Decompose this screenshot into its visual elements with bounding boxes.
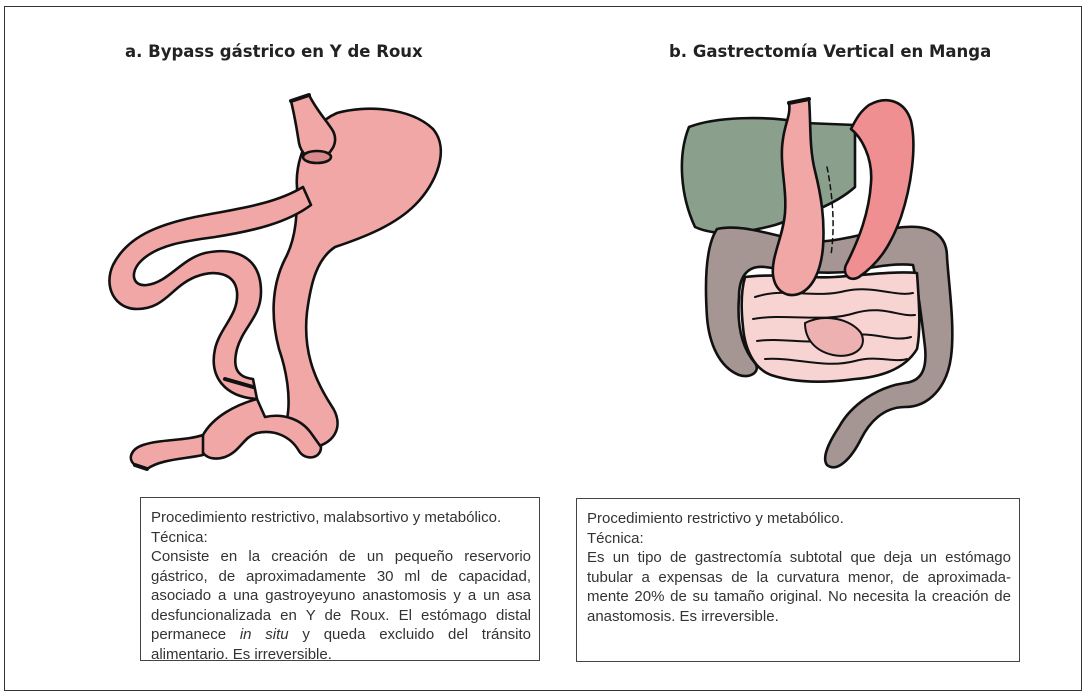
panel-a-description-box: Procedimiento restrictivo, malabsortivo … xyxy=(140,497,540,661)
anastomosis xyxy=(303,151,331,163)
panel-b-summary: Procedimiento restrictivo y metabólico. xyxy=(587,509,1011,529)
panel-a-description: Consiste en la creación de un pequeño re… xyxy=(151,547,531,664)
gastric-pouch xyxy=(291,95,335,159)
sleeve-gastrectomy-illustration xyxy=(655,87,985,487)
panel-a-title: a. Bypass gástrico en Y de Roux xyxy=(125,42,423,61)
panel-b-description: Es un tipo de gastrectomía subtotal que … xyxy=(587,548,1011,626)
panel-b-description-box: Procedimiento restrictivo y metabólico. … xyxy=(576,498,1020,662)
panel-b-title: b. Gastrectomía Vertical en Manga xyxy=(669,42,991,61)
distal-jejunum xyxy=(131,435,203,469)
panel-a-summary: Procedimiento restrictivo, malabsortivo … xyxy=(151,508,531,528)
panel-b-technique-label: Técnica: xyxy=(587,529,1011,549)
gastric-bypass-illustration xyxy=(65,87,505,477)
panel-a-description-italic: in situ xyxy=(240,626,289,643)
figure-frame: a. Bypass gástrico en Y de Roux Procedim… xyxy=(4,6,1082,691)
excluded-stomach xyxy=(274,109,441,448)
panel-a-technique-label: Técnica: xyxy=(151,528,531,548)
